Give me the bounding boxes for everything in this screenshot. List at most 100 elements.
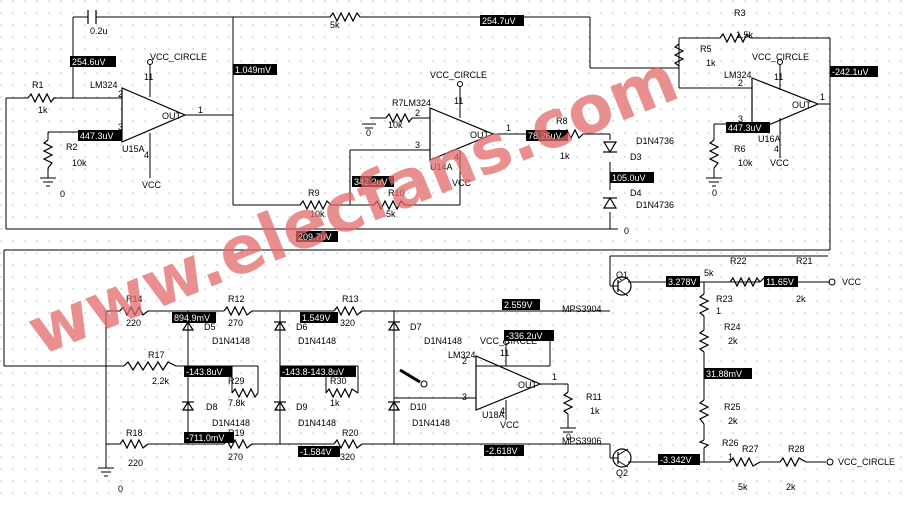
resistor-r27[interactable]	[729, 456, 761, 468]
d5-ref: D5	[204, 322, 216, 332]
voltage-probes[interactable]: 254.6uV 254.7uV 1.049mV 447.3uV -242.1uV…	[70, 15, 878, 465]
u16a-out: OUT	[792, 100, 812, 110]
u16a-vcc: VCC	[770, 158, 790, 168]
resistor-r9[interactable]	[299, 199, 332, 211]
probe-p15: 2.559V	[504, 300, 533, 310]
diode-d8[interactable]	[181, 400, 195, 411]
r28-value: 2k	[786, 482, 796, 492]
u14a-vcc: VCC	[452, 178, 472, 188]
u16a-model: LM324	[724, 70, 752, 80]
transistor-q2[interactable]	[609, 444, 632, 468]
diode-d7[interactable]	[387, 320, 401, 331]
u14a-pin4: 4	[454, 152, 459, 162]
u16a-vcc-circle: VCC_CIRCLE	[752, 52, 809, 62]
resistor-r2[interactable]	[42, 139, 54, 169]
opamp-u15a[interactable]	[121, 87, 187, 143]
resistor-r23[interactable]	[698, 293, 710, 317]
r6-value: 10k	[738, 158, 753, 168]
vcc-circle-terminal-label: VCC_CIRCLE	[838, 457, 895, 467]
rtop-value: 5k	[330, 20, 340, 30]
r10-value: 5k	[386, 209, 396, 219]
r29-value: 7.8k	[228, 398, 246, 408]
opamp-u14a[interactable]	[429, 107, 495, 161]
r11-value: 1k	[590, 406, 600, 416]
u18a-ref: U18A	[482, 410, 505, 420]
resistor-r17[interactable]	[123, 360, 177, 372]
r17-ref: R17	[148, 350, 165, 360]
r11-ref: R11	[586, 392, 602, 402]
resistor-r14[interactable]	[119, 305, 149, 317]
u18a-model: LM324	[448, 350, 476, 360]
capacitor-c[interactable]	[87, 10, 97, 24]
resistor-r25[interactable]	[698, 399, 710, 425]
resistor-r10[interactable]	[373, 199, 406, 211]
u14a-model: R7LM324	[392, 98, 431, 108]
resistor-r24[interactable]	[698, 329, 710, 353]
probe-p12: 11.65V	[766, 277, 794, 287]
diode-d4[interactable]	[602, 196, 618, 209]
probe-p16: -336.2uV	[506, 331, 543, 341]
diode-d3[interactable]	[602, 141, 618, 154]
r12-value: 270	[228, 318, 243, 328]
ground-label-5: 0	[118, 484, 123, 494]
probe-p6: 447.3uV	[728, 123, 762, 133]
u15a-ref: U15A	[122, 144, 145, 154]
r5-value: 1k	[706, 58, 716, 68]
probe-p22: -2.618V	[486, 446, 518, 456]
u16a-pin2: 2	[738, 78, 743, 88]
u16a-pin11: 11	[774, 72, 783, 82]
r30-ref: R30	[330, 376, 347, 386]
u18a-out: OUT	[518, 380, 538, 390]
transistor-q1[interactable]	[610, 276, 632, 297]
u15a-pin11: 11	[144, 72, 153, 82]
u18a-pin3: 3	[462, 392, 467, 402]
resistor-r7[interactable]	[385, 112, 413, 124]
u15a-pin1: 1	[198, 105, 203, 115]
r29-ref: R29	[228, 376, 245, 386]
resistor-rtop[interactable]	[329, 11, 361, 23]
resistor-r22[interactable]	[729, 276, 761, 288]
probe-p10: 209.7uV	[298, 232, 332, 242]
resistor-r18[interactable]	[119, 438, 149, 450]
resistor-r30[interactable]	[325, 387, 359, 399]
u15a-vcc-circle: VCC_CIRCLE	[150, 52, 207, 62]
r24-value: 2k	[728, 336, 738, 346]
q1-model: MPS3904	[562, 304, 602, 314]
probe-p19: 31.88mV	[706, 369, 742, 379]
probe-cursor-icon[interactable]	[399, 368, 428, 388]
ground-label-4: 0	[712, 188, 717, 198]
diode-d9[interactable]	[273, 400, 287, 411]
probe-p20: -711.0mV	[186, 433, 224, 443]
ground-label-2: 0	[366, 128, 371, 138]
ground-label-6: 0	[566, 432, 571, 442]
diode-d6[interactable]	[273, 320, 287, 331]
resistor-r1[interactable]	[27, 92, 56, 104]
resistor-r26[interactable]	[698, 439, 710, 449]
resistor-r20[interactable]	[333, 438, 363, 450]
resistor-r12[interactable]	[223, 305, 253, 317]
d8-ref: D8	[206, 402, 218, 412]
r12-ref: R12	[228, 294, 245, 304]
resistor-r13[interactable]	[333, 305, 363, 317]
r18-value: 220	[128, 458, 143, 468]
resistor-r3[interactable]	[719, 32, 751, 44]
resistor-r28[interactable]	[779, 456, 807, 468]
r21-value: 2k	[796, 294, 806, 304]
opamp-u16a[interactable]	[751, 77, 820, 133]
probe-p7: 78.26uV	[528, 131, 562, 141]
probe-p9: 105.0uV	[612, 173, 646, 183]
probe-p1: 254.6uV	[72, 57, 106, 67]
r18-ref: R18	[126, 428, 143, 438]
resistor-r5[interactable]	[673, 43, 685, 67]
probe-p21: -1.584V	[300, 447, 332, 457]
resistor-r29[interactable]	[231, 387, 259, 399]
d6-ref: D6	[296, 322, 308, 332]
resistor-r6[interactable]	[708, 139, 720, 169]
resistor-r11[interactable]	[562, 391, 574, 415]
diode-d10[interactable]	[387, 400, 401, 411]
opamp-u18a[interactable]	[475, 355, 542, 411]
r2-value: 10k	[72, 158, 87, 168]
r25-ref: R25	[724, 402, 741, 412]
